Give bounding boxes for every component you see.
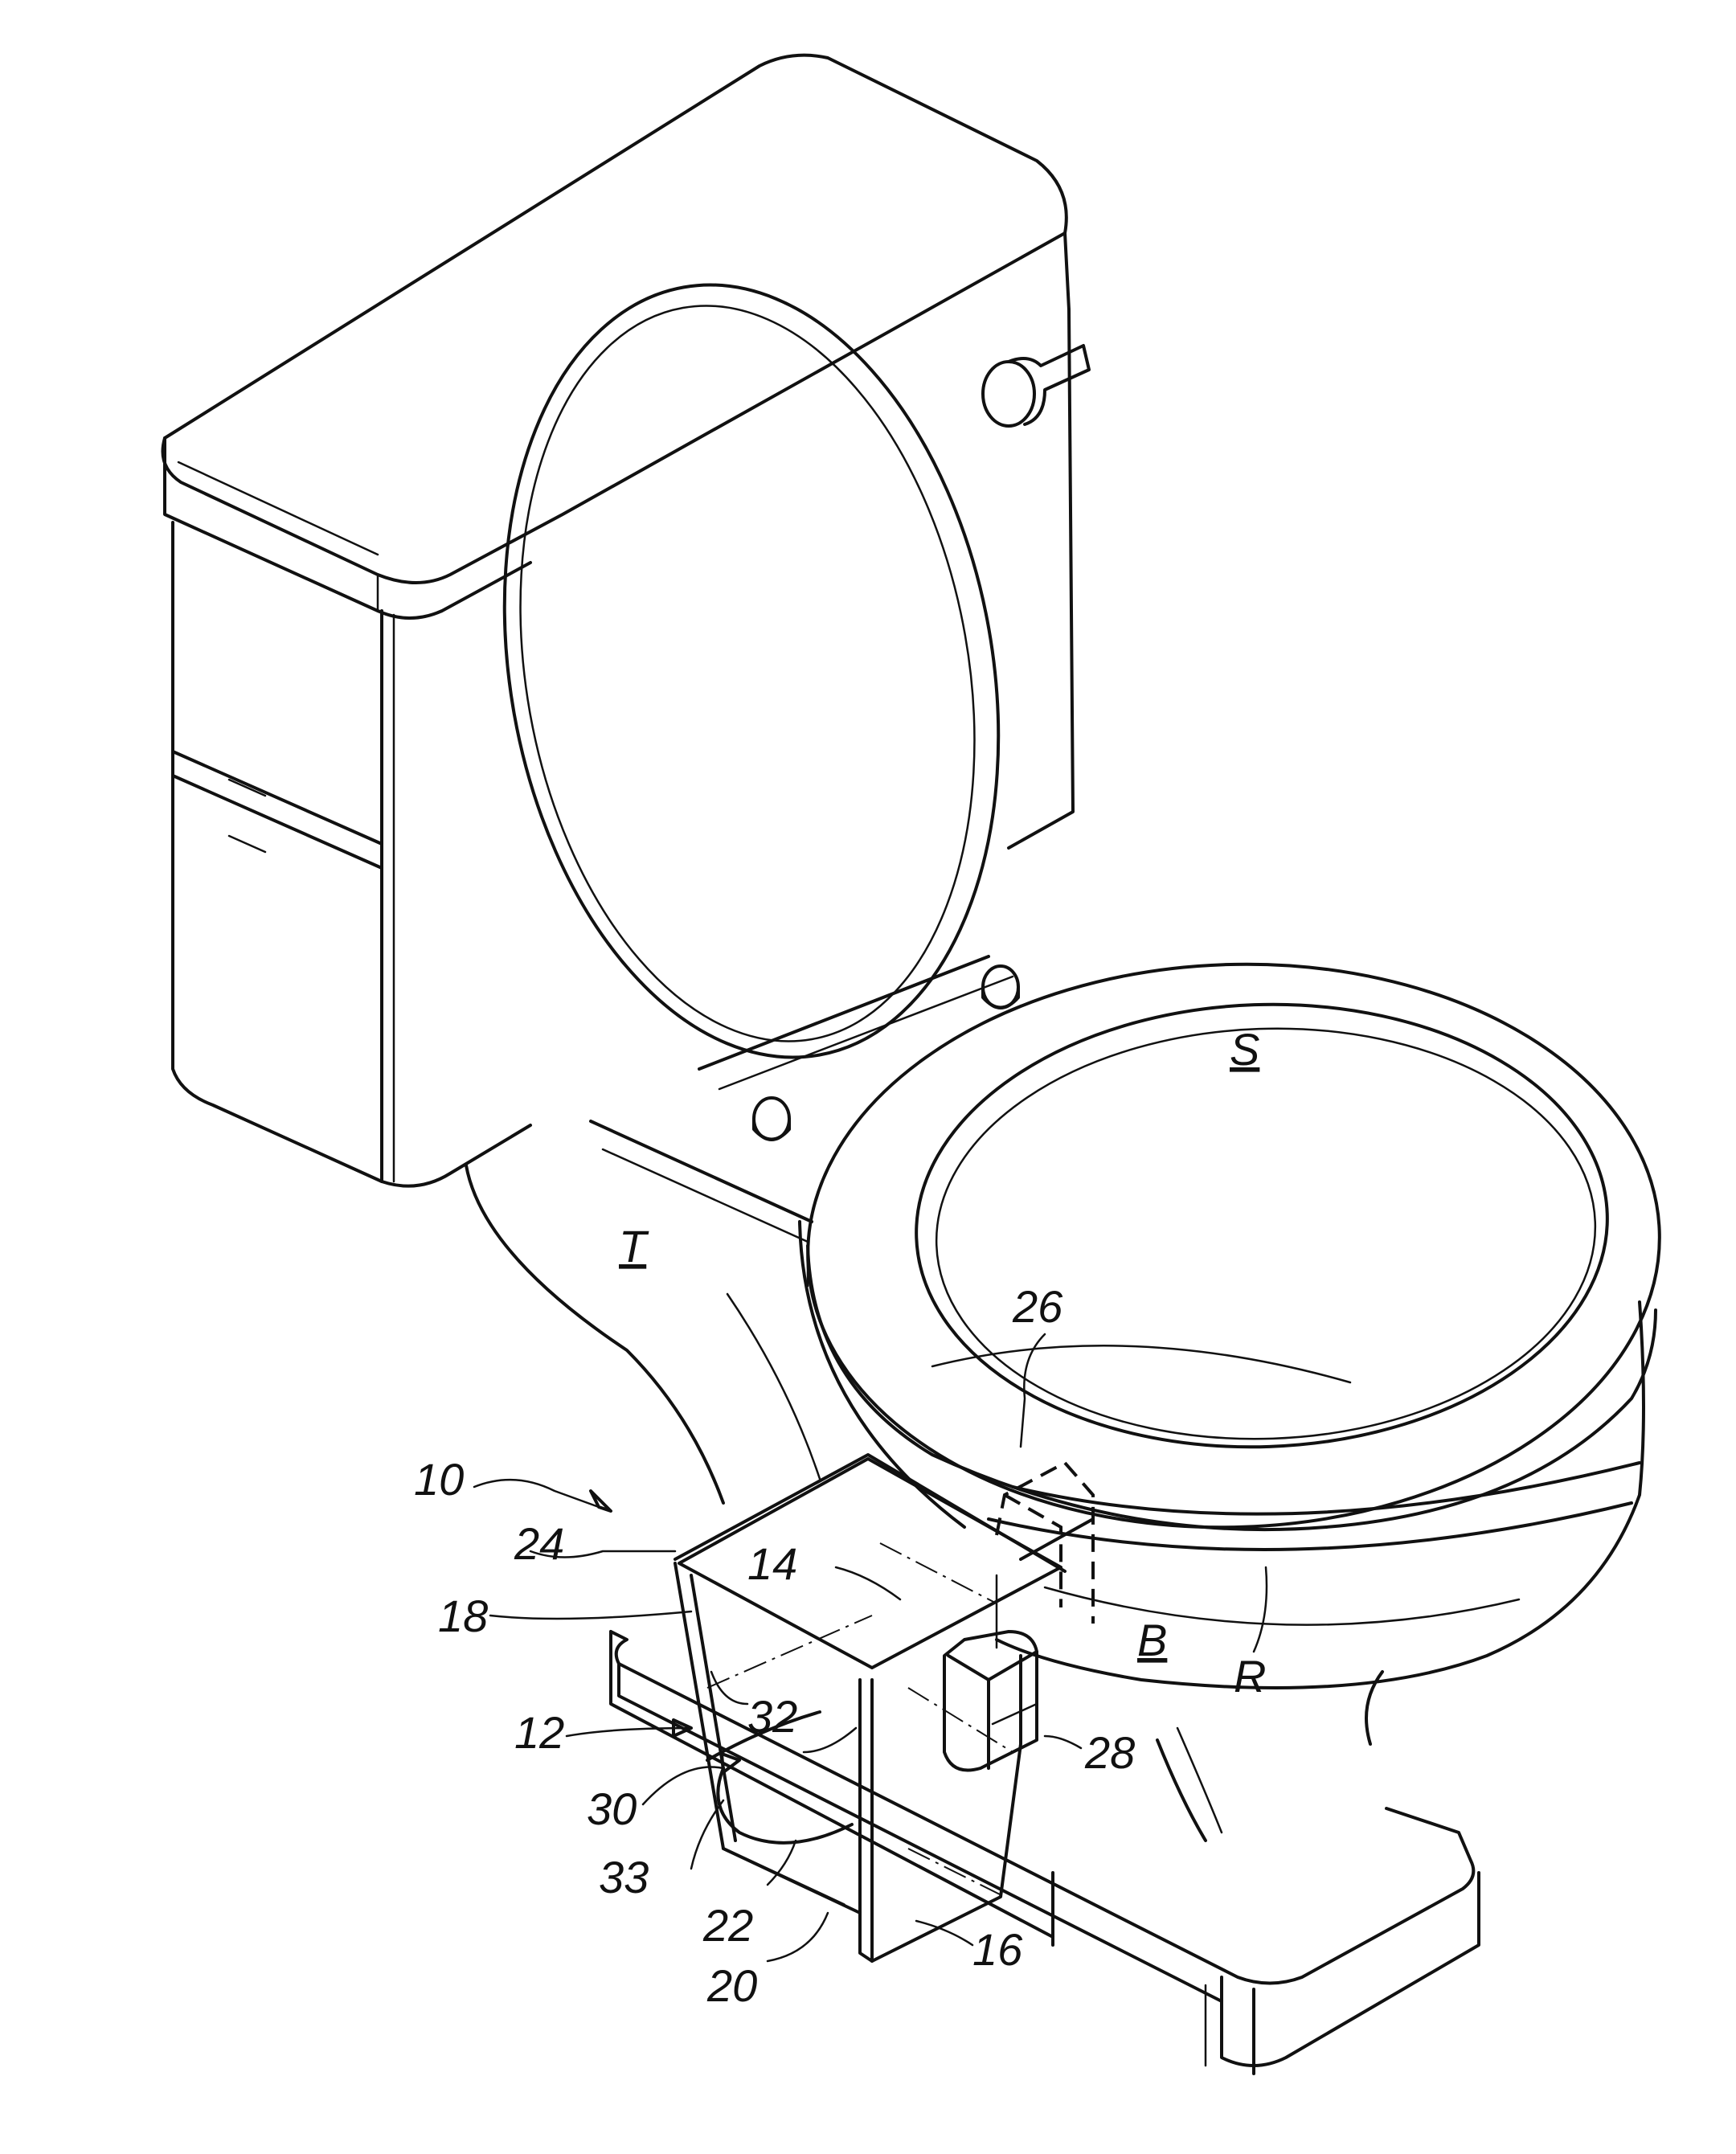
container-device xyxy=(675,1455,1093,1961)
toilet-lid xyxy=(446,245,1056,1096)
leader-20 xyxy=(768,1913,828,1961)
label-28: 28 xyxy=(1084,1727,1135,1778)
label-B: B xyxy=(1137,1615,1167,1665)
label-26: 26 xyxy=(1012,1281,1063,1332)
label-14: 14 xyxy=(747,1538,797,1589)
label-10: 10 xyxy=(414,1454,464,1505)
toilet-bowl xyxy=(800,1222,1644,1688)
leader-28 xyxy=(1045,1736,1081,1748)
leader-R xyxy=(1254,1567,1267,1652)
label-T: T xyxy=(619,1221,649,1272)
leader-18 xyxy=(490,1611,691,1619)
label-18: 18 xyxy=(438,1591,488,1641)
label-24: 24 xyxy=(514,1518,564,1569)
label-22: 22 xyxy=(702,1900,753,1951)
label-12: 12 xyxy=(514,1707,564,1758)
label-R: R xyxy=(1234,1651,1266,1701)
label-30: 30 xyxy=(587,1783,637,1834)
leader-26 xyxy=(1021,1334,1045,1447)
label-20: 20 xyxy=(706,1960,757,2011)
label-S: S xyxy=(1230,1024,1259,1075)
leader-32a xyxy=(711,1672,747,1704)
leader-32b xyxy=(804,1728,856,1752)
toilet-pedestal xyxy=(466,1121,1382,1841)
leader-10 xyxy=(474,1480,599,1507)
label-32: 32 xyxy=(747,1691,797,1742)
leader-22 xyxy=(768,1841,796,1885)
toilet-tank xyxy=(163,55,1090,1186)
leader-14 xyxy=(836,1567,900,1599)
label-33: 33 xyxy=(599,1852,649,1902)
label-16: 16 xyxy=(972,1924,1023,1975)
